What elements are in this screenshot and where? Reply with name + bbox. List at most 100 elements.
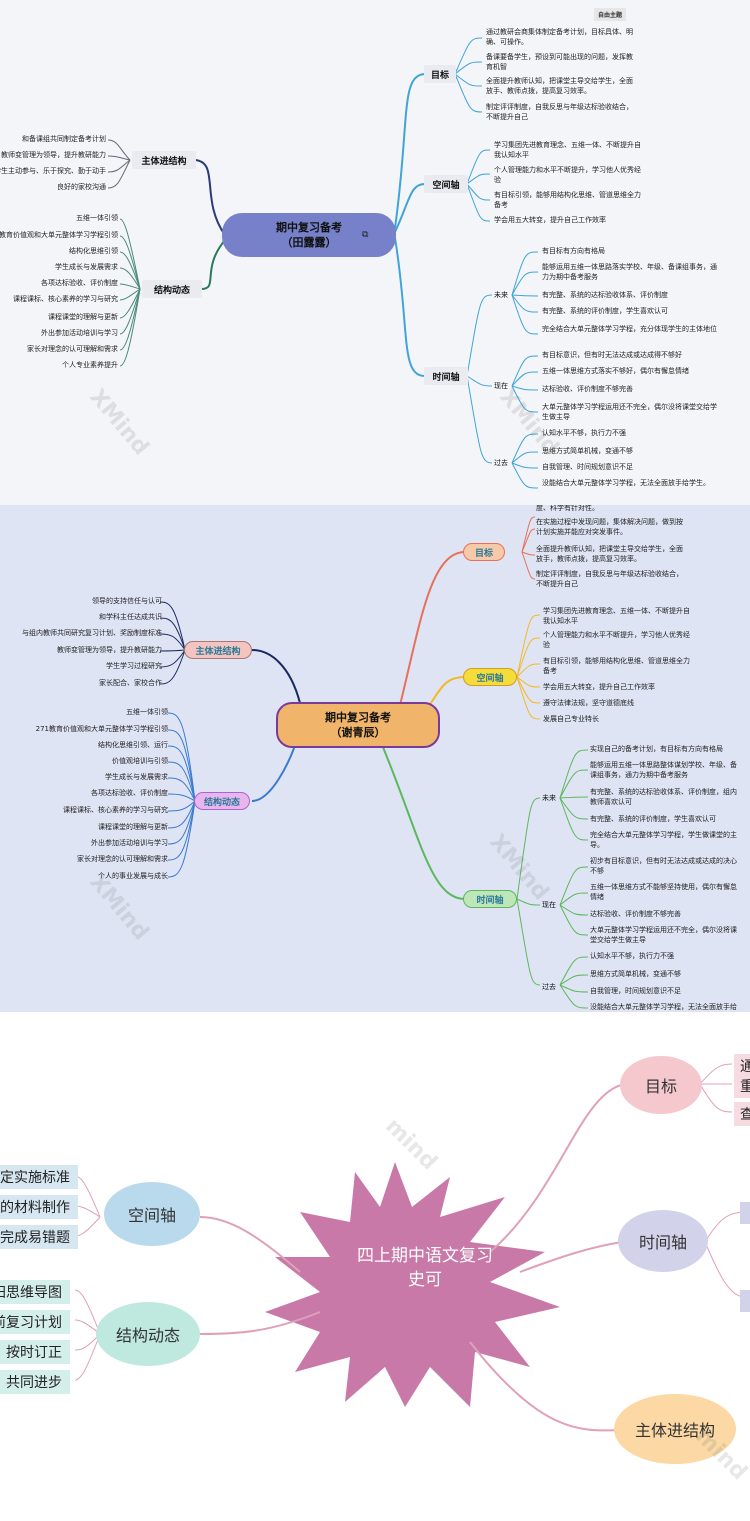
leaf: 五维一体引领: [126, 708, 168, 716]
leaf: 思维方式简单机械，变通不够: [590, 970, 681, 978]
leaf: 达标验收、评价制度不够完善: [542, 385, 633, 393]
leaf: 五维一体思维方式不能够坚持使用，偶尔有懈怠情绪: [590, 883, 737, 901]
leaf: 结构化思维引领、运行: [98, 741, 168, 749]
leaf: 的材料制作: [0, 1195, 78, 1219]
leaf: 学习集团先进教育理念、五维一体、不断提升自我认知水平: [494, 141, 641, 159]
leaf: 家长配合、家校合作: [99, 679, 162, 687]
leaf: 和学科主任达成共识: [99, 613, 162, 621]
leaf: 和备课组共同制定备考计划: [22, 135, 106, 143]
leaf: 与组内教师共同研究复习计划、奖励制度标准: [22, 629, 162, 637]
leaf: 结构化思维引领: [69, 247, 118, 255]
central-topic-subtitle: （田露露）: [281, 236, 337, 249]
branch-time-axis[interactable]: 时间轴: [618, 1210, 708, 1272]
central-topic[interactable]: 期中复习备考 （田露露）: [222, 213, 396, 257]
leaf: 能够运用五维一体思路整体谋划学校、年级、备课组事务，通力为期中备考服务: [590, 761, 737, 779]
branch-goal[interactable]: 目标: [463, 543, 505, 561]
leaf: 教师变管理为领导，提升教研能力: [57, 646, 162, 654]
leaf: 通过教研会商集体制定备考计划，目标具体、明确、可操作。: [486, 28, 633, 46]
leaf: 良好的家校沟通: [57, 183, 106, 191]
leaf: 个人专业素养提升: [62, 361, 118, 369]
branch-structure-dynamic[interactable]: 结构动态: [142, 280, 202, 298]
leaf: 没能结合大单元整体学习学程，无法全面放手给: [590, 1003, 737, 1011]
central-topic[interactable]: 四上期中语文复习 史可: [325, 1244, 525, 1292]
leaf-stub: [740, 1202, 750, 1224]
leaf: 价值观培训与引领: [112, 757, 168, 765]
leaf: 课程课堂的理解与更新: [98, 823, 168, 831]
leaf: 外出参加活动培训与学习: [91, 839, 168, 847]
leaf: 学习集团先进教育理念、五维一体、不断提升自我认知水平: [543, 607, 690, 625]
leaf: 家长对理念的认可理解和需求: [77, 855, 168, 863]
leaf: 自我管理、时间规划意识不足: [542, 463, 633, 471]
central-topic-subtitle: （谢青辰）: [330, 726, 386, 739]
leaf: 个人管理能力和水平不断提升，学习他人优秀经验: [494, 166, 641, 184]
leaf-stub: [740, 1290, 750, 1312]
leaf: 完全结合大单元整体学习学程，学生做课堂的主导。: [590, 831, 737, 849]
leaf: 备课要备学生，预设到可能出现的问题，发挥教育机智: [486, 53, 633, 71]
leaf: 课程课堂的理解与更新: [48, 313, 118, 321]
leaf: 初步有目标意识，但有时无法达成或达成的决心不够: [590, 857, 737, 875]
leaf: 查: [734, 1102, 750, 1126]
free-topic-tag: 自由主题: [594, 8, 627, 21]
branch-time-axis[interactable]: 时间轴: [463, 890, 517, 908]
central-topic-title: 期中复习备考: [325, 711, 391, 724]
time-future-label: 未来: [494, 291, 508, 299]
branch-goal[interactable]: 目标: [424, 65, 456, 83]
central-topic[interactable]: 期中复习备考 （谢青辰）: [276, 702, 440, 748]
leaf: 有完整、系统的达标验收体系、评价制度，组内教师喜欢认可: [590, 788, 737, 806]
leaf: 全面提升教师认知，把课堂主导交给学生，全面放手，教师点拨，提高复习效率。: [536, 545, 683, 563]
leaf: 课程课标、核心素养的学习与研究: [13, 295, 118, 303]
time-now-label: 现在: [494, 382, 508, 390]
leaf: 前复习计划: [0, 1310, 70, 1334]
leaf: 达标验收、评价制度不够完善: [590, 910, 681, 918]
leaf: 通: [734, 1054, 750, 1078]
leaf: 按时订正: [0, 1340, 70, 1364]
branch-goal[interactable]: 目标: [620, 1056, 702, 1114]
link-icon: ⧉: [362, 230, 369, 240]
branch-time-axis[interactable]: 时间轴: [424, 367, 468, 385]
central-topic-title: 四上期中语文复习: [357, 1246, 493, 1266]
branch-space-axis[interactable]: 空间轴: [463, 668, 517, 686]
mindmap-panel-3: 四上期中语文复习 史可 空间轴 结构动态 定实施标准 的材料制作 完成易错题 归…: [0, 1012, 750, 1521]
leaf: 归思维导图: [0, 1280, 70, 1304]
branch-subject-structure[interactable]: 主体进结构: [184, 641, 252, 659]
branch-subject-structure[interactable]: 主体进结构: [132, 151, 196, 169]
branch-space-axis[interactable]: 空间轴: [104, 1182, 200, 1246]
mindmap-panel-1: 自由主题 期中复习备考 （田露露） ⧉ 主体进结构 结构动态 和备课组共同制定备考…: [0, 0, 750, 505]
branch-space-axis[interactable]: 空间轴: [424, 175, 468, 193]
leaf: 思维方式简单机械，变通不够: [542, 447, 633, 455]
leaf: 能够运用五维一体思路落实学校、年级、备课组事务，通力为期中备考服务: [542, 263, 717, 281]
watermark: XMind: [84, 384, 154, 461]
leaf: 完全结合大单元整体学习学程，充分体现学生的主体地位: [542, 325, 717, 333]
leaf: 完成易错题: [0, 1225, 78, 1249]
leaf: 全面提升教师认知，把课堂主导交给学生，全面放手、教师点拨，提高复习效率。: [486, 77, 633, 95]
leaf: 教师变管理为领导，提升教研能力: [1, 151, 106, 159]
leaf: 外出参加活动培训与学习: [41, 329, 118, 337]
watermark: XMind: [494, 384, 564, 461]
mindmap-panel-2: 度、科学有针对性。 期中复习备考（谢青辰） 主体进结构 结构动态 领导的支持信任…: [0, 505, 750, 1012]
leaf: 271教育价值观和大单元整体学习学程引领: [35, 725, 168, 733]
central-topic-title: 期中复习备考: [276, 221, 342, 234]
time-now-label: 现在: [542, 901, 556, 909]
leaf: 有完整、系统的达标验收体系、评价制度: [542, 291, 668, 299]
leaf: 五维一体思维方式落实不够好，偶尔有懈怠情绪: [542, 367, 689, 375]
leaf: 制定评评制度，自我反思与年级达标验收结合，不断提升自己: [536, 570, 683, 588]
leaf: 有完整、系统的评价制度，学生喜欢认可: [590, 815, 716, 823]
leaf: 有目标有方向有格局: [542, 247, 605, 255]
leaf: 有目标引领，能够用结构化思维、管道思维全力备考: [494, 191, 641, 209]
branch-subject-structure[interactable]: 主体进结构: [614, 1394, 736, 1464]
leaf: 学会用五大转变，提升自己工作效率: [494, 216, 606, 224]
leaf: 实现自己的备考计划，有目标有方向有格局: [590, 745, 723, 753]
leaf: 共同进步: [0, 1370, 70, 1394]
branch-structure-dynamic[interactable]: 结构动态: [96, 1302, 200, 1366]
leaf: 自我管理，时间规划意识不足: [590, 987, 681, 995]
branch-structure-dynamic[interactable]: 结构动态: [194, 792, 250, 810]
leaf: 个人管理能力和水平不断提升，学习他人优秀经验: [543, 631, 690, 649]
time-past-label: 过去: [542, 983, 556, 991]
leaf: 大单元整体学习学程运用还不完全，偶尔没将课堂交给学生做主导: [542, 403, 717, 421]
leaf: 学生学习过程研究: [106, 662, 162, 670]
leaf: 各项达标验收、评价制度: [91, 789, 168, 797]
leaf: 没能结合大单元整体学习学程，无法全面放手给学生。: [542, 479, 710, 487]
leaf: 有目标意识，但有时无法达成或达成得不够好: [542, 351, 682, 359]
leaf: 发展自己专业特长: [543, 715, 599, 723]
time-past-label: 过去: [494, 459, 508, 467]
